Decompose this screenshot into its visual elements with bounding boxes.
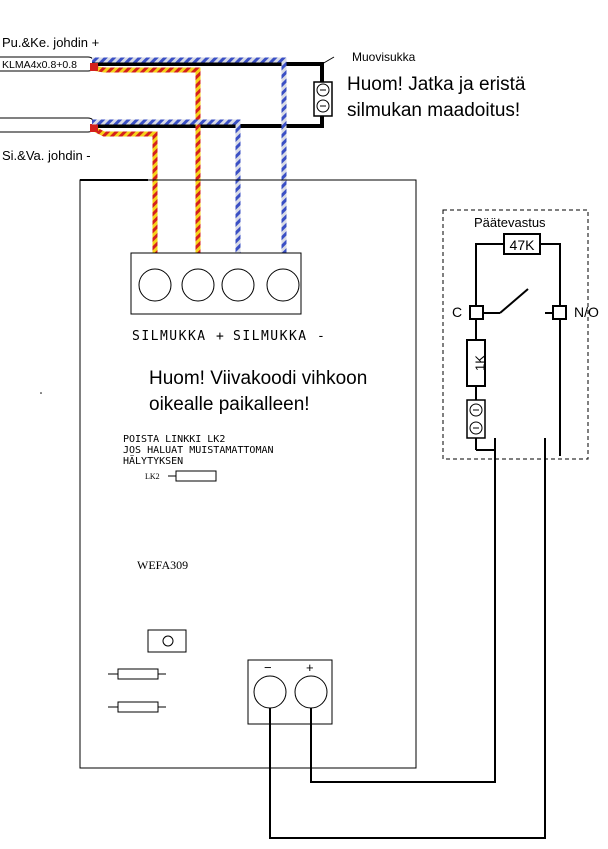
device-box (79, 179, 417, 769)
stray-dot (40, 392, 42, 394)
end-resistor-circuit (475, 243, 561, 456)
resistor-47k-label: 47K (510, 237, 536, 253)
power-wires (269, 438, 546, 839)
lk2-label: LK2 (145, 472, 160, 481)
power-terminal-block (247, 659, 333, 725)
power-screw-minus (253, 675, 287, 709)
core-red-bottom (90, 124, 98, 132)
barcode-note-line-2: oikealle paikalleen! (149, 394, 310, 415)
onboard-resistor-2 (108, 701, 166, 713)
contact-c-label: C (452, 304, 462, 320)
resistor-1k (466, 339, 486, 387)
ground-note-line-2: silmukan maadoitus! (347, 100, 520, 121)
contact-no-label: N/O (574, 304, 599, 320)
cable-bottom (0, 117, 95, 133)
ground-splice-terminal (313, 81, 333, 117)
cable-bottom-label: Si.&Va. johdin - (2, 148, 91, 163)
power-screw-plus (294, 675, 328, 709)
end-resistor-title: Päätevastus (474, 215, 546, 230)
sleeve-pointer (321, 56, 335, 65)
lk2-link (168, 470, 217, 482)
device-model: WEFA309 (137, 558, 188, 572)
wire-red-yellow (90, 65, 201, 265)
reset-button (147, 629, 187, 653)
contact-no-terminal (552, 305, 567, 320)
sleeve-label: Muovisukka (352, 50, 416, 64)
resistor-47k (503, 233, 541, 255)
terminal-screw-2 (181, 268, 215, 302)
onboard-resistor-1 (108, 668, 166, 680)
power-minus-label: − (264, 660, 272, 675)
terminal-screw-4 (266, 268, 300, 302)
barcode-note-line-1: Huom! Viivakoodi vihkoon (149, 368, 367, 389)
lk2-note-line-1: POISTA LINKKI LK2 (123, 434, 225, 445)
cable-top-label: Pu.&Ke. johdin + (2, 35, 99, 50)
end-resistor-splice (466, 399, 486, 439)
ground-wire (92, 62, 324, 128)
lk2-note-line-3: HÄLYTYKSEN (123, 454, 183, 467)
lk2-note-line-2: JOS HALUAT MUISTAMATTOMAN (123, 445, 274, 456)
cable-spec-label: KLMA4x0.8+0.8 (2, 59, 77, 71)
ground-note-line-1: Huom! Jatka ja eristä (347, 74, 526, 95)
end-resistor-box (442, 209, 589, 460)
contact-c-terminal (469, 305, 484, 320)
terminal-label-minus: SILMUKKA - (233, 329, 326, 344)
power-plus-label: + (306, 660, 314, 675)
loop-terminal-block (130, 252, 302, 315)
wire-blue-white (92, 57, 287, 265)
terminal-label-plus: SILMUKKA + (132, 329, 225, 344)
terminal-screw-3 (221, 268, 255, 302)
resistor-1k-label: 1K (472, 355, 487, 371)
terminal-screw-1 (138, 268, 172, 302)
core-red-top (90, 63, 98, 71)
